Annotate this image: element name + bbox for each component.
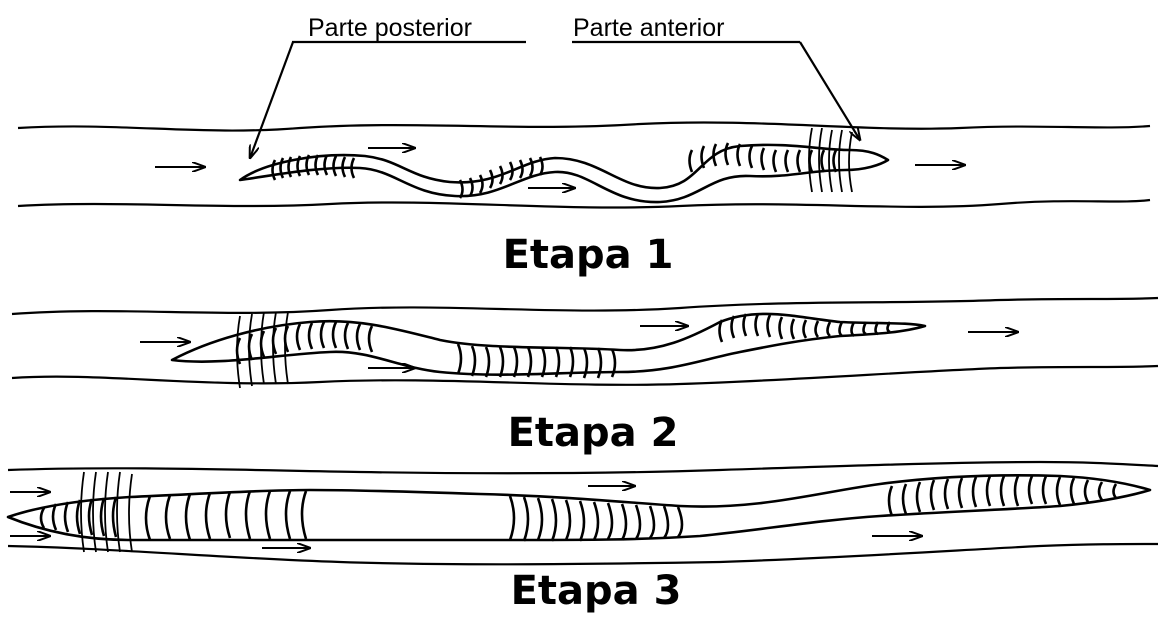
stage-3-title: Etapa 3 <box>511 568 682 614</box>
stage-1-worm <box>240 145 888 202</box>
stage-3-tunnel-top <box>8 462 1158 473</box>
stage-3: Etapa 3 <box>8 462 1158 614</box>
stage-2-tunnel-top <box>12 298 1158 314</box>
stage-2: Etapa 2 <box>12 298 1158 456</box>
label-anterior-text: Parte anterior <box>573 14 724 42</box>
stage-3-tunnel-bottom <box>8 544 1158 564</box>
label-anterior: Parte anterior <box>572 14 860 140</box>
stage-2-title: Etapa 2 <box>508 410 679 456</box>
label-posterior: Parte posterior <box>250 14 526 158</box>
stage-1: Etapa 1 <box>18 122 1150 278</box>
stage-3-worm <box>8 475 1150 540</box>
stage-1-tunnel-top <box>18 122 1150 130</box>
stage-1-tunnel-bottom <box>18 200 1150 208</box>
stage-1-title: Etapa 1 <box>503 232 674 278</box>
label-posterior-pointer <box>250 42 293 158</box>
label-posterior-text: Parte posterior <box>308 14 472 42</box>
